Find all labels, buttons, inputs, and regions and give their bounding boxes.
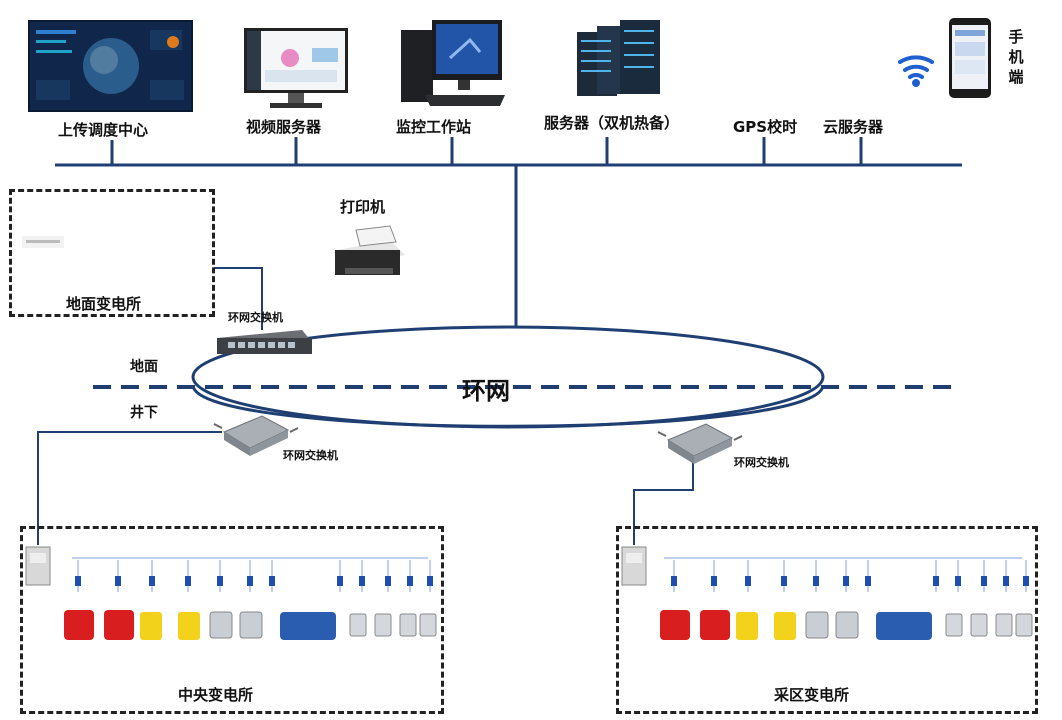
ground-link (214, 267, 263, 330)
connector-icon (247, 576, 253, 586)
meter-icon (209, 611, 233, 639)
ring-switch-label-left: 环网交换机 (283, 449, 338, 462)
big-screen-icon (28, 20, 193, 112)
connector-icon (711, 576, 717, 586)
central-link (37, 431, 222, 545)
connector-icon (843, 576, 849, 586)
flameproof-switch-icon (104, 610, 134, 640)
connector-icon (185, 576, 191, 586)
connector-icon (359, 576, 365, 586)
transformer-icon (876, 612, 932, 640)
connector-icon (75, 576, 81, 586)
monitor-label: 监控工作站 (396, 118, 472, 136)
ring-label: 环网 (462, 377, 510, 405)
protector-icon (178, 612, 200, 640)
dispatch-label: 上传调度中心 (58, 121, 149, 139)
ring-bottom (191, 384, 825, 428)
sensor-icon (945, 613, 963, 637)
mining-substation-label: 采区变电所 (774, 686, 850, 704)
connector-icon (781, 576, 787, 586)
servers-label: 服务器（双机热备） (544, 114, 680, 132)
mining-link (633, 455, 694, 545)
connector-icon (671, 576, 677, 586)
server-rack-icon (577, 20, 660, 96)
ground-substation-thumb (22, 236, 64, 248)
central-cabinet (25, 546, 51, 586)
transformer-icon (280, 612, 336, 640)
connector-icon (217, 576, 223, 586)
explosion-proof-switch-icon (657, 423, 743, 464)
monitor-icon (244, 28, 348, 108)
cloud-label: 云服务器 (823, 118, 884, 136)
sensor-icon (349, 613, 367, 637)
meter-icon (835, 611, 859, 639)
protector-icon (774, 612, 796, 640)
sensor-icon (374, 613, 392, 637)
mining-cabinet (621, 546, 647, 586)
switch-icon (217, 330, 312, 354)
connector-icon (865, 576, 871, 586)
ground-substation-box (9, 189, 215, 317)
phone-icon (949, 18, 991, 98)
connector-icon (407, 576, 413, 586)
sensor-icon (1015, 613, 1033, 637)
connector-icon (1003, 576, 1009, 586)
wifi-icon (898, 55, 934, 87)
meter-icon (239, 611, 263, 639)
flameproof-switch-icon (700, 610, 730, 640)
connector-icon (149, 576, 155, 586)
connector-icon (269, 576, 275, 586)
central-substation-box (20, 526, 444, 714)
gps-label: GPS校时 (733, 118, 798, 136)
surface-label: 地面 (130, 359, 158, 375)
connector-icon (1023, 576, 1029, 586)
workstation-icon (401, 20, 505, 106)
video-server-label: 视频服务器 (246, 118, 322, 136)
mobile-label: 手 机 端 (1008, 28, 1024, 86)
ring-switch-label-right: 环网交换机 (734, 456, 789, 469)
protector-icon (736, 612, 758, 640)
printer-label: 打印机 (340, 198, 386, 216)
flameproof-switch-icon (64, 610, 94, 640)
underground-label: 井下 (130, 405, 158, 421)
ring-switch-label-surface: 环网交换机 (228, 311, 283, 324)
printer-icon (335, 225, 405, 275)
mining-substation-box (616, 526, 1038, 714)
connector-icon (813, 576, 819, 586)
sensor-icon (970, 613, 988, 637)
sensor-icon (419, 613, 437, 637)
connector-icon (337, 576, 343, 586)
connector-icon (427, 576, 433, 586)
connector-icon (933, 576, 939, 586)
connector-icon (115, 576, 121, 586)
meter-icon (805, 611, 829, 639)
ground-substation-label: 地面变电所 (66, 295, 142, 313)
connector-icon (745, 576, 751, 586)
central-substation-label: 中央变电所 (178, 686, 254, 704)
flameproof-switch-icon (660, 610, 690, 640)
protector-icon (140, 612, 162, 640)
connector-icon (955, 576, 961, 586)
sensor-icon (399, 613, 417, 637)
explosion-proof-switch-icon (213, 415, 299, 456)
connector-icon (981, 576, 987, 586)
sensor-icon (995, 613, 1013, 637)
connector-icon (385, 576, 391, 586)
